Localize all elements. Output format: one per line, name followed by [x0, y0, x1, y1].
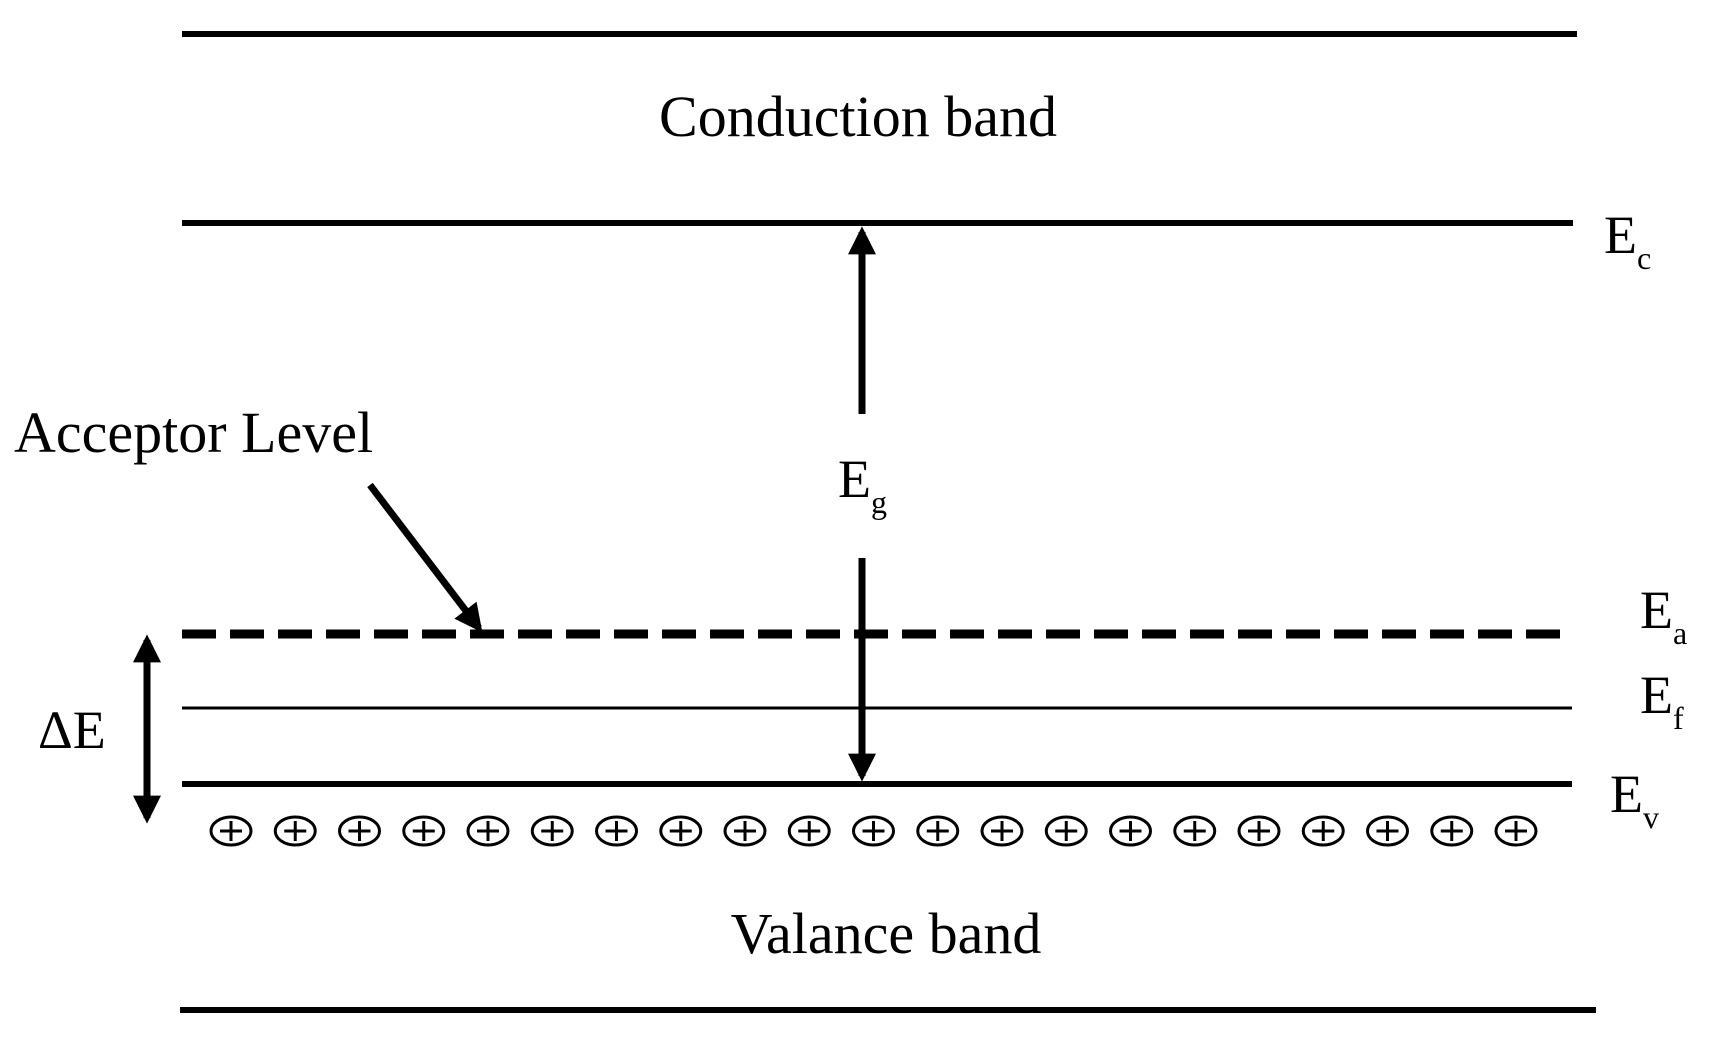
band-gap-label: Eg [838, 449, 887, 520]
ea-subscript: a [1673, 615, 1687, 651]
hole-symbol [1301, 815, 1345, 847]
ec-subscript: c [1637, 240, 1651, 276]
ev-subscript: v [1643, 799, 1659, 835]
hole-symbol [466, 815, 510, 847]
valence-band-label: Valance band [731, 901, 1042, 966]
hole-symbol [1173, 815, 1217, 847]
hole-symbol [1494, 815, 1538, 847]
ec-symbol: E [1604, 205, 1637, 265]
ea-label: Ea [1640, 580, 1687, 651]
hole-symbol [1366, 815, 1409, 847]
hole-symbol [787, 815, 831, 847]
delta-e-label: ΔE [38, 700, 106, 760]
hole-symbol [209, 815, 253, 847]
hole-symbol [402, 815, 446, 847]
hole-symbol [852, 815, 895, 847]
holes-row [209, 815, 1538, 847]
hole-symbol [723, 815, 767, 847]
hole-symbol [1044, 815, 1088, 847]
ef-symbol: E [1640, 665, 1673, 725]
hole-symbol [1237, 815, 1281, 847]
hole-symbol [273, 815, 317, 847]
hole-symbol [1109, 815, 1152, 847]
hole-symbol [980, 815, 1024, 847]
ea-symbol: E [1640, 580, 1673, 640]
ec-label: Ec [1604, 205, 1651, 276]
acceptor-level-label: Acceptor Level [14, 400, 373, 465]
ef-label: Ef [1640, 665, 1684, 736]
band-gap-symbol: E [838, 449, 871, 509]
ev-symbol: E [1610, 764, 1643, 824]
hole-symbol [659, 815, 703, 847]
hole-symbol [530, 815, 574, 847]
acceptor-pointer-arrow [367, 482, 483, 633]
ef-subscript: f [1673, 700, 1684, 736]
ev-label: Ev [1610, 764, 1659, 835]
hole-symbol [338, 815, 381, 847]
band-gap-subscript: g [871, 484, 887, 520]
hole-symbol [1430, 815, 1474, 847]
hole-symbol [595, 815, 638, 847]
hole-symbol [916, 815, 960, 847]
conduction-band-label: Conduction band [659, 84, 1057, 149]
